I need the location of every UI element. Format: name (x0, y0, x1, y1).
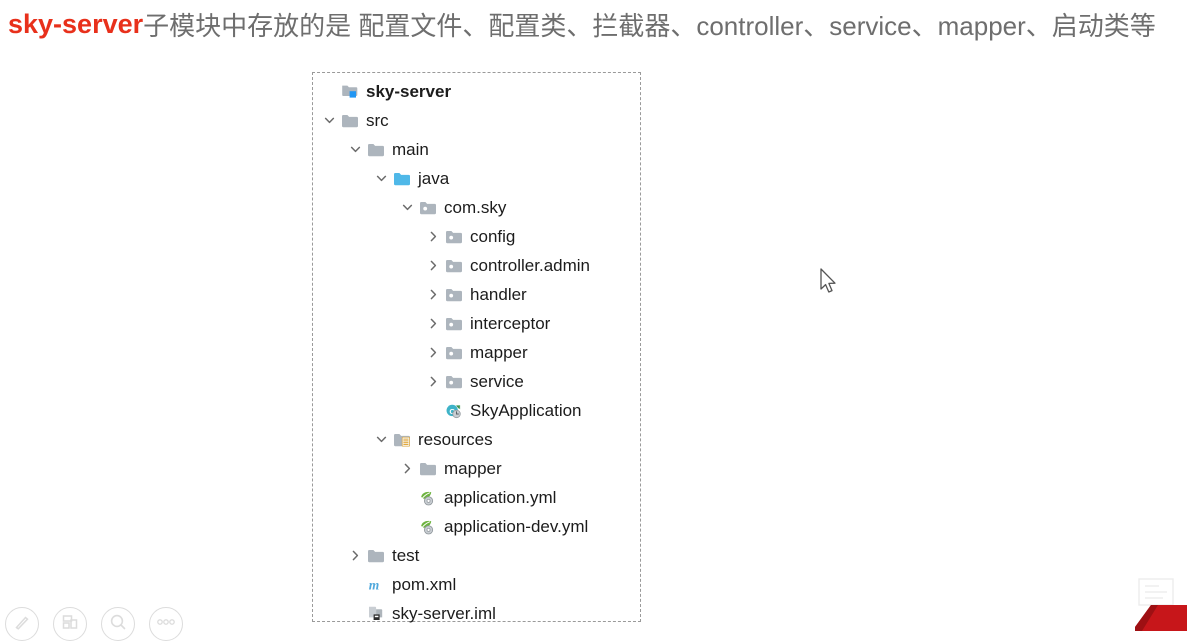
tree-item-pom-xml[interactable]: m pom.xml (313, 570, 640, 599)
tree-item-label: application.yml (444, 487, 557, 507)
package-icon (445, 286, 463, 304)
tree-item-resources[interactable]: resources (313, 425, 640, 454)
page-title-rest: 子模块中存放的是 配置文件、配置类、拦截器、controller、service… (143, 10, 1156, 41)
tree-item-label: test (392, 545, 420, 565)
module-icon (341, 83, 359, 101)
twisty-spacer (399, 519, 415, 535)
twisty-spacer (399, 490, 415, 506)
tree-item-skyapplication[interactable]: C SkyApplication (313, 396, 640, 425)
tree-item-label: sky-server.iml (392, 603, 496, 623)
tree-item-handler[interactable]: handler (313, 280, 640, 309)
tree-item-label: service (470, 371, 524, 391)
tree-item-label: mapper (470, 342, 528, 362)
tree-item-controller-admin[interactable]: controller.admin (313, 251, 640, 280)
package-icon (445, 228, 463, 246)
chevron-down-icon[interactable] (373, 432, 389, 448)
chevron-right-icon[interactable] (425, 316, 441, 332)
maven-icon: m (367, 576, 385, 594)
tree-item-label: main (392, 139, 429, 159)
tree-item-label: application-dev.yml (444, 516, 589, 536)
tree-item-mapper[interactable]: mapper (313, 454, 640, 483)
tree-item-label: controller.admin (470, 255, 591, 275)
yaml-spring-icon (419, 489, 437, 507)
twisty-spacer (347, 577, 363, 593)
page-title-highlight: sky-server (8, 8, 144, 39)
spring-class-icon: C (445, 402, 463, 420)
chevron-right-icon[interactable] (399, 461, 415, 477)
tree-item-label: SkyApplication (470, 400, 582, 420)
watermark-logo (1125, 575, 1187, 631)
folder-icon (367, 141, 385, 159)
tree-item-main[interactable]: main (313, 135, 640, 164)
chevron-right-icon[interactable] (425, 287, 441, 303)
tree-item-label: java (418, 168, 450, 188)
project-tree-panel[interactable]: sky-server src main java com.sky config … (312, 72, 641, 622)
tree-item-mapper[interactable]: mapper (313, 338, 640, 367)
tree-item-java[interactable]: java (313, 164, 640, 193)
pen-tool-button[interactable] (5, 607, 39, 641)
tree-item-sky-server[interactable]: sky-server (313, 77, 640, 106)
pen-icon (12, 612, 32, 637)
chevron-down-icon[interactable] (373, 171, 389, 187)
tree-item-sky-server-iml[interactable]: sky-server.iml (313, 599, 640, 628)
tree-item-service[interactable]: service (313, 367, 640, 396)
tree-item-label: com.sky (444, 197, 507, 217)
tree-item-label: interceptor (470, 313, 551, 333)
tree-item-label: pom.xml (392, 574, 457, 594)
tree-item-src[interactable]: src (313, 106, 640, 135)
folder-icon (419, 460, 437, 478)
chevron-down-icon[interactable] (399, 200, 415, 216)
tree-item-config[interactable]: config (313, 222, 640, 251)
package-icon (445, 257, 463, 275)
tree-item-interceptor[interactable]: interceptor (313, 309, 640, 338)
package-icon (445, 344, 463, 362)
chevron-down-icon[interactable] (347, 142, 363, 158)
package-icon (445, 315, 463, 333)
tree-item-test[interactable]: test (313, 541, 640, 570)
chevron-right-icon[interactable] (425, 229, 441, 245)
more-icon (155, 615, 177, 633)
layout-icon (60, 612, 80, 637)
tree-item-application-dev-yml[interactable]: application-dev.yml (313, 512, 640, 541)
tree-item-application-yml[interactable]: application.yml (313, 483, 640, 512)
page-title: sky-server 子模块中存放的是 配置文件、配置类、拦截器、control… (8, 5, 1183, 43)
svg-text:m: m (369, 577, 380, 592)
magnifier-icon (108, 612, 128, 637)
bottom-toolbar[interactable] (5, 607, 183, 641)
tree-item-label: mapper (444, 458, 502, 478)
layout-tool-button[interactable] (53, 607, 87, 641)
source-folder-icon (393, 170, 411, 188)
chevron-right-icon[interactable] (425, 258, 441, 274)
twisty-spacer (425, 403, 441, 419)
tree-item-label: handler (470, 284, 527, 304)
mouse-cursor (820, 268, 838, 296)
yaml-spring-icon (419, 518, 437, 536)
twisty-spacer (347, 606, 363, 622)
resources-folder-icon (393, 431, 411, 449)
chevron-right-icon[interactable] (347, 548, 363, 564)
tree-item-label: config (470, 226, 516, 246)
tree-item-label: sky-server (366, 81, 452, 101)
svg-text:C: C (449, 406, 455, 415)
chevron-right-icon[interactable] (425, 345, 441, 361)
chevron-down-icon[interactable] (321, 113, 337, 129)
tree-item-label: resources (418, 429, 493, 449)
chevron-right-icon[interactable] (425, 374, 441, 390)
twisty-spacer (321, 84, 337, 100)
tree-item-com-sky[interactable]: com.sky (313, 193, 640, 222)
more-tool-button[interactable] (149, 607, 183, 641)
package-icon (419, 199, 437, 217)
tree-item-label: src (366, 110, 389, 130)
folder-icon (367, 547, 385, 565)
folder-icon (341, 112, 359, 130)
zoom-tool-button[interactable] (101, 607, 135, 641)
iml-module-icon (367, 605, 385, 623)
package-icon (445, 373, 463, 391)
